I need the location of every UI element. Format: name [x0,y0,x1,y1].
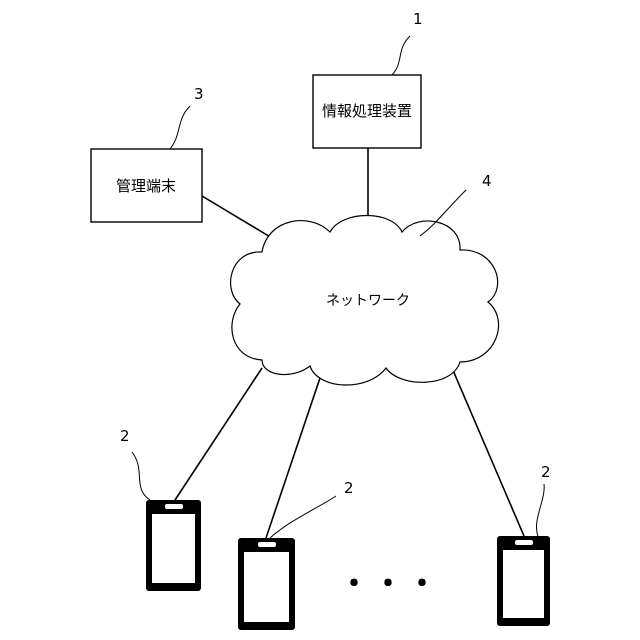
info-processor-label: 情報処理装置 [322,102,412,120]
ref-leader-3 [170,106,190,149]
ref-number-1: 1 [413,10,423,28]
ref-number-3: 3 [194,85,204,103]
terminal-phone-3 [497,536,550,626]
ref-number-2c: 2 [541,463,551,481]
network-label: ネットワーク [326,293,410,309]
admin-terminal-node: 管理端末 [91,149,202,222]
terminal-phone-2 [238,538,295,630]
link-network-terminal-3 [452,368,524,536]
link-network-terminal-2 [266,378,320,538]
ref-number-4: 4 [482,172,492,190]
ref-leader-2c [536,484,544,536]
ref-number-2a: 2 [120,427,130,445]
admin-terminal-label: 管理端末 [116,177,176,195]
more-terminals-ellipsis: ・・・ [339,567,441,602]
link-admin-network [202,196,272,238]
ref-leader-2a [132,452,150,500]
ref-leader-2b [270,496,336,538]
ref-leader-1 [392,36,410,75]
info-processor-node: 情報処理装置 [313,75,421,148]
network-cloud: ネットワーク [231,216,499,386]
terminal-phone-1 [146,500,201,591]
link-network-terminal-1 [175,368,262,500]
ref-number-2b: 2 [344,479,354,497]
